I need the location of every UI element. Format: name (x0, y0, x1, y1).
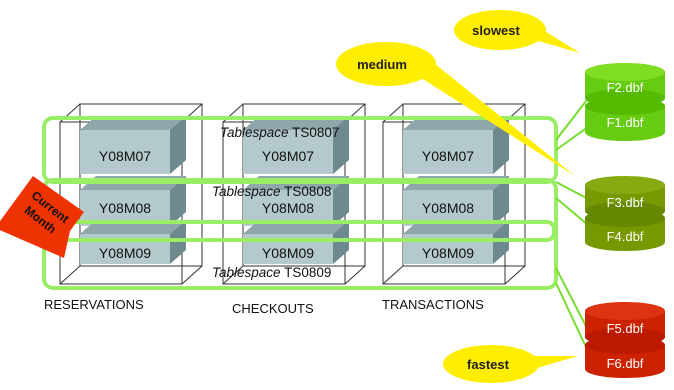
tablespace-label-ts0809: Tablespace TS0809 (212, 265, 331, 280)
table-transactions: Y08M07 Y08M08 Y08M09 (382, 103, 526, 285)
column-label-transactions: TRANSACTIONS (382, 297, 484, 312)
tablespace-prefix: Tablespace (220, 125, 289, 140)
disk-f3: F3.dbf (585, 176, 665, 220)
partition-label: Y08M08 (99, 200, 151, 216)
tablespace-label-ts0807: Tablespace TS0807 (220, 125, 339, 140)
column-label-checkouts: CHECKOUTS (232, 301, 314, 316)
disk-f2: F2.dbf (585, 63, 665, 107)
partition-label: Y08M09 (99, 245, 151, 261)
disk-stack-fast: F6.dbf F5.dbf (585, 302, 665, 378)
tablespace-name: TS0808 (284, 184, 331, 199)
speed-label-slowest: slowest (472, 23, 520, 38)
file-label: F5.dbf (607, 321, 644, 336)
partition-label: Y08M07 (262, 148, 314, 164)
bubble-slowest: slowest (454, 10, 580, 53)
partition-label: Y08M08 (262, 200, 314, 216)
bubble-medium: medium (336, 42, 575, 176)
file-label: F2.dbf (607, 80, 644, 95)
disk-f5: F5.dbf (585, 302, 665, 346)
tablespace-name: TS0807 (292, 125, 339, 140)
partition-label: Y08M07 (422, 148, 474, 164)
disk-stack-slow: F1.dbf F2.dbf (585, 63, 665, 141)
file-label: F4.dbf (607, 229, 644, 244)
tablespace-label-ts0808: Tablespace TS0808 (212, 184, 331, 199)
disk-f6: F6.dbf (585, 336, 665, 378)
disk-stack-medium: F4.dbf F3.dbf (585, 176, 665, 251)
partition-label: Y08M07 (99, 148, 151, 164)
file-label: F3.dbf (607, 195, 644, 210)
partition-label: Y08M08 (422, 200, 474, 216)
partition-label: Y08M09 (422, 245, 474, 261)
bubble-fastest: fastest (443, 345, 578, 383)
table-reservations: Y08M07 Y08M08 Y08M09 (59, 103, 203, 285)
file-label: F6.dbf (607, 356, 644, 371)
file-label: F1.dbf (607, 115, 644, 130)
partition-block: Y08M07 (80, 116, 186, 174)
tablespace-name: TS0809 (284, 265, 331, 280)
speed-label-fastest: fastest (467, 357, 510, 372)
speed-label-medium: medium (357, 57, 407, 72)
column-label-reservations: RESERVATIONS (44, 297, 144, 312)
tablespace-prefix: Tablespace (212, 265, 281, 280)
tablespace-prefix: Tablespace (212, 184, 281, 199)
current-month-arrow: Current Month (0, 176, 84, 258)
partition-block: Y08M07 (403, 116, 509, 174)
partition-label: Y08M09 (262, 245, 314, 261)
